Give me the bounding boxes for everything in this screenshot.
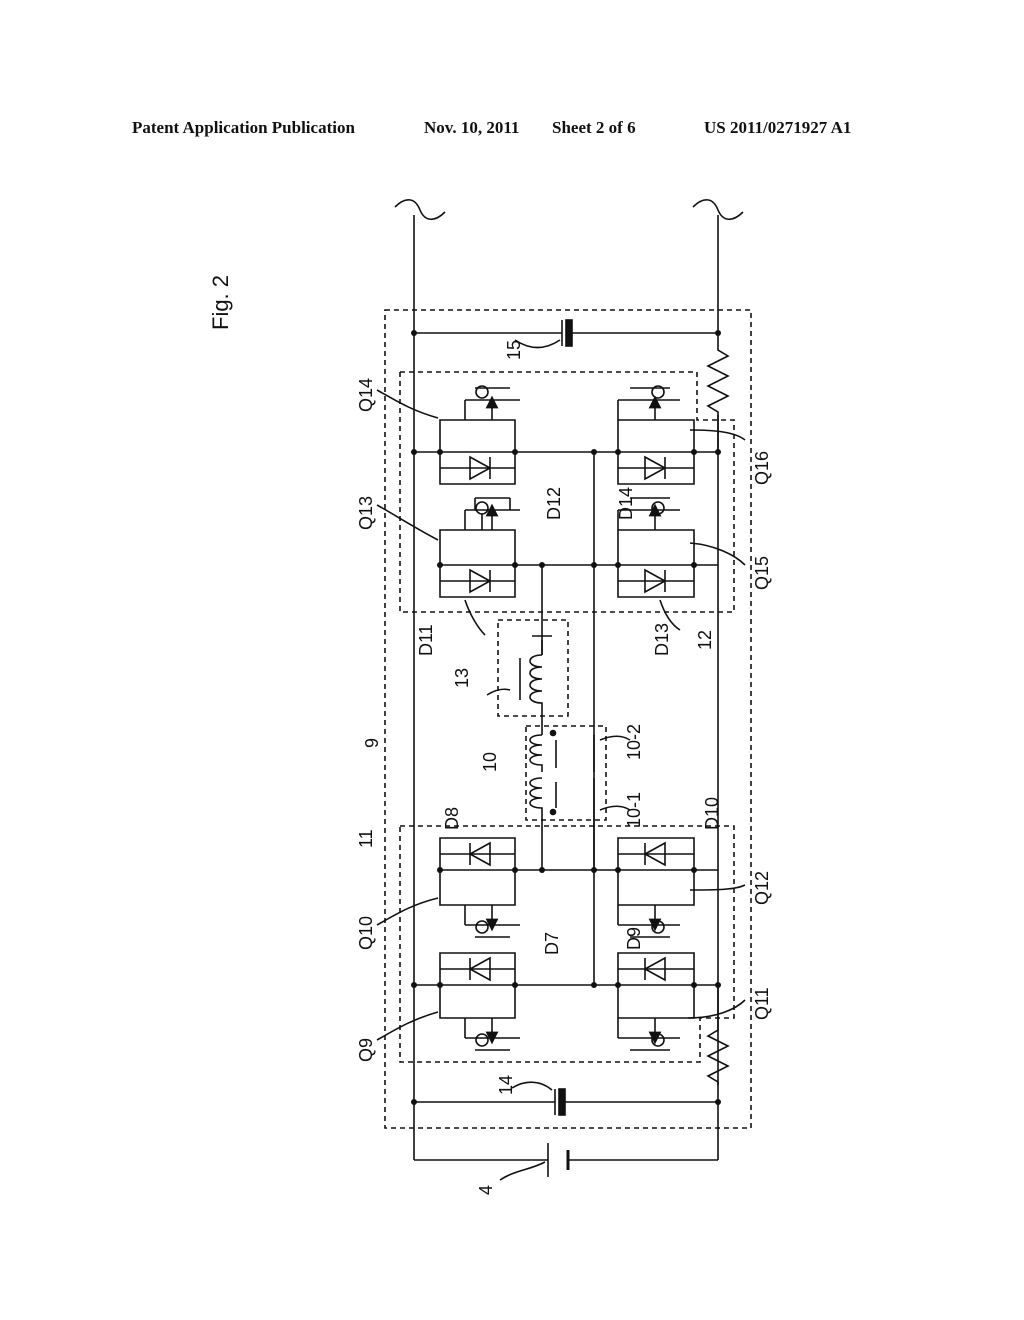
label-12: 12 — [695, 630, 715, 650]
winding-10-1 — [529, 777, 595, 870]
capacitor-15-plate2 — [565, 319, 573, 347]
bridge-11-box — [399, 825, 735, 1063]
label-q13: Q13 — [356, 496, 376, 530]
label-d14: D14 — [616, 487, 636, 520]
label-q16: Q16 — [752, 451, 772, 485]
label-14: 14 — [496, 1075, 516, 1095]
inductor-13-coil — [529, 654, 543, 735]
publication-date: Nov. 10, 2011 — [424, 118, 520, 137]
label-10-1: 10-1 — [624, 792, 644, 828]
label-d10: D10 — [702, 797, 722, 830]
publication-label: Patent Application Publication — [132, 118, 355, 137]
label-4: 4 — [476, 1185, 496, 1195]
capacitor-14-plate2 — [558, 1088, 566, 1116]
wire-top-right — [692, 199, 744, 221]
label-q9: Q9 — [356, 1038, 376, 1062]
inductor-13-box — [497, 619, 569, 717]
figure-title: Fig. 2 — [208, 275, 233, 330]
label-d13: D13 — [652, 623, 672, 656]
label-10: 10 — [480, 752, 500, 772]
sheet-number: Sheet 2 of 6 — [552, 118, 636, 137]
label-q14: Q14 — [356, 378, 376, 412]
label-11: 11 — [356, 829, 376, 848]
block-9-box — [384, 309, 752, 1129]
label-d12: D12 — [544, 487, 564, 520]
winding-10-2 — [529, 734, 595, 772]
label-q15: Q15 — [752, 556, 772, 590]
patent-number: US 2011/0271927 A1 — [704, 118, 852, 137]
label-d9: D9 — [624, 927, 644, 950]
bridge-12-box — [399, 371, 735, 613]
transformer-10-box — [525, 725, 607, 821]
label-10-2: 10-2 — [624, 724, 644, 760]
label-d8: D8 — [442, 807, 462, 830]
label-9: 9 — [362, 738, 382, 748]
resistor-bottom — [706, 985, 730, 1102]
label-d11: D11 — [416, 624, 436, 656]
wire-top-left — [394, 199, 446, 221]
label-15: 15 — [504, 340, 524, 360]
label-q12: Q12 — [752, 871, 772, 905]
label-q11: Q11 — [752, 987, 772, 1020]
label-q10: Q10 — [356, 916, 376, 950]
label-d7: D7 — [542, 932, 562, 955]
resistor-top — [706, 333, 730, 452]
label-13: 13 — [452, 668, 472, 688]
